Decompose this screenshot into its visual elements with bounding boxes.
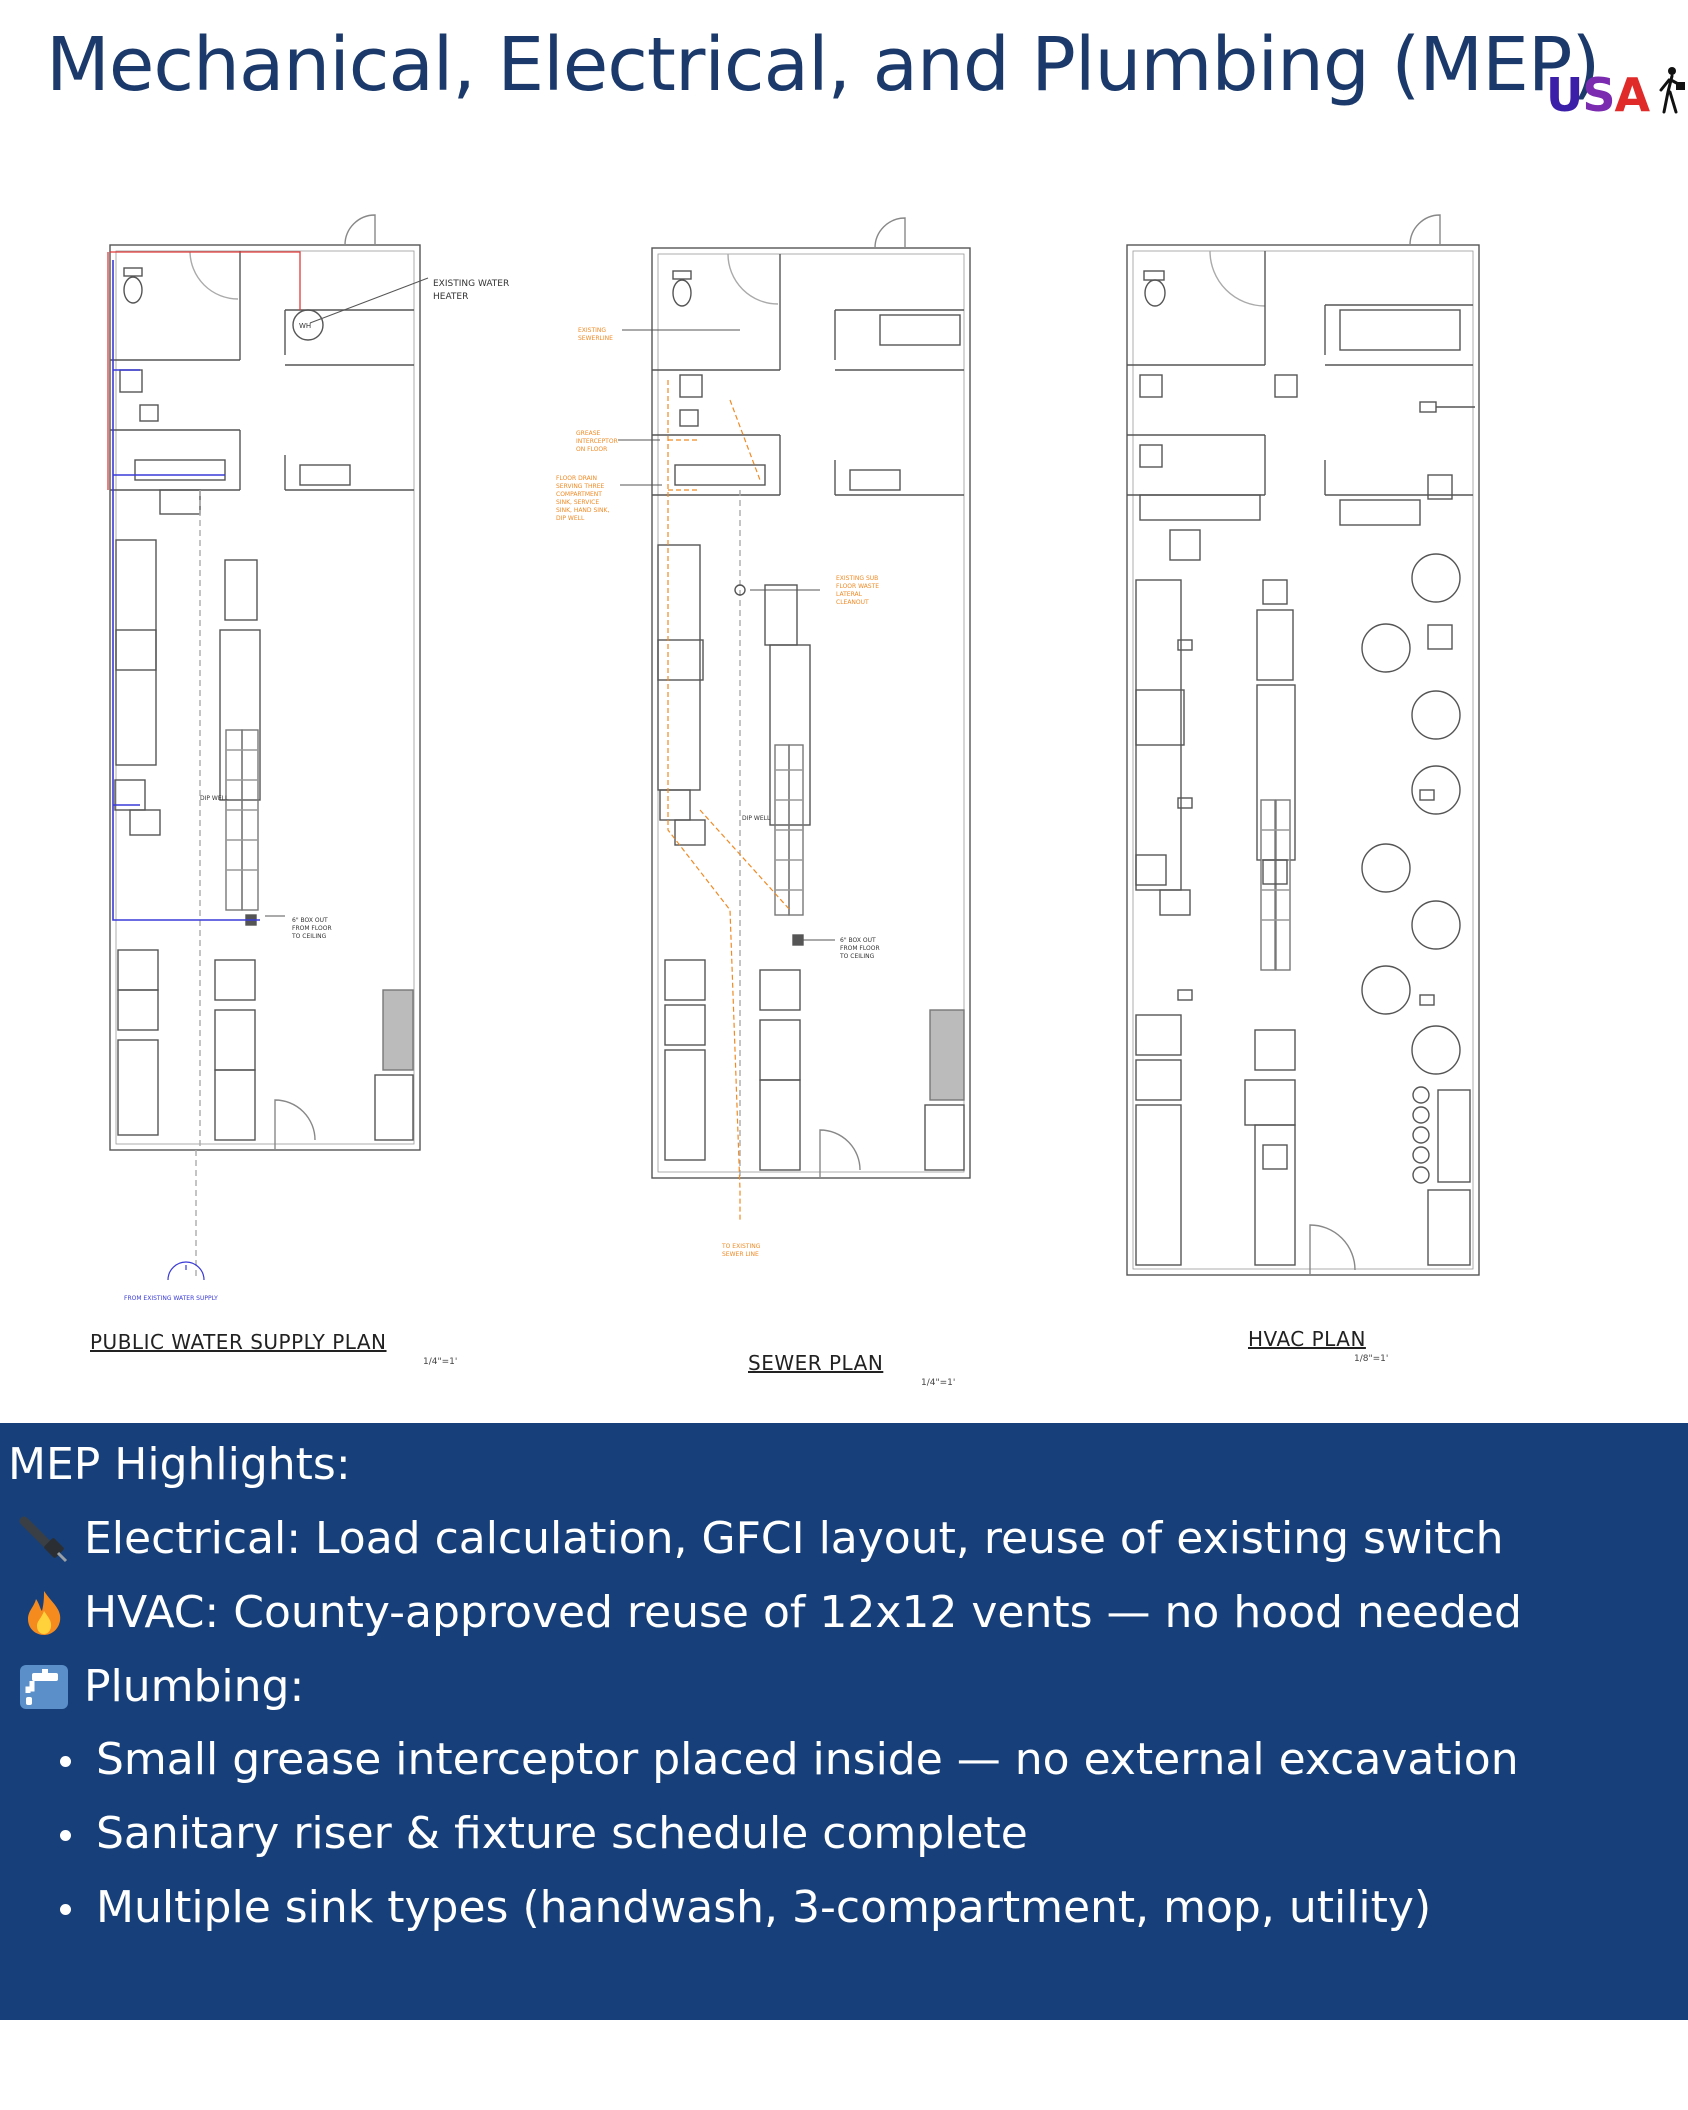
plan-scale-water-supply: 1/4"=1' xyxy=(423,1357,458,1367)
water-supply-lines xyxy=(112,260,260,1281)
sewer-plan-drawing xyxy=(651,217,971,1180)
annotation-water-heater-1: EXISTING WATER xyxy=(433,279,509,289)
annotation-grease-3: ON FLOOR xyxy=(576,446,607,453)
plan-title-water-supply: PUBLIC WATER SUPPLY PLAN xyxy=(90,1330,387,1354)
annotation-floor-drain-2: SERVING THREE xyxy=(556,483,604,490)
annotation-box-out-6: TO CEILING xyxy=(839,953,875,960)
annotation-box-out-5: FROM FLOOR xyxy=(840,945,880,952)
annotation-box-out-2: FROM FLOOR xyxy=(292,925,332,932)
usa-logo: USA xyxy=(1540,62,1686,126)
annotation-dip-well-2: DIP WELL xyxy=(742,815,771,822)
hvac-plan-drawing xyxy=(1126,214,1480,1276)
annotation-cleanout-1: EXISTING SUB xyxy=(836,575,878,582)
plan-title-sewer: SEWER PLAN xyxy=(748,1351,884,1375)
annotation-wh: WH xyxy=(299,322,311,330)
highlight-electrical-text: Electrical: Load calculation, GFCI layou… xyxy=(84,1513,1504,1564)
plumbing-item: Sanitary riser & fixture schedule comple… xyxy=(56,1797,1519,1871)
annotation-cleanout-2: FLOOR WASTE xyxy=(836,583,879,590)
plan-scale-hvac: 1/8"=1' xyxy=(1354,1354,1389,1364)
annotation-floor-drain-5: SINK, HAND SINK, xyxy=(556,507,609,514)
sewer-lines xyxy=(667,380,791,1220)
annotation-sewerline-1: EXISTING xyxy=(578,327,606,334)
mep-highlights-panel: MEP Highlights: Electrical: Load calcula… xyxy=(0,1423,1688,2020)
plan-scale-sewer: 1/4"=1' xyxy=(921,1378,956,1388)
annotation-floor-drain-3: COMPARTMENT xyxy=(556,491,602,498)
annotation-box-out-4: 6" BOX OUT xyxy=(840,937,876,944)
annotation-box-out-1: 6" BOX OUT xyxy=(292,917,328,924)
annotation-sewerline-2: SEWERLINE xyxy=(578,335,613,342)
annotation-to-sewer-2: SEWER LINE xyxy=(722,1251,759,1258)
page-title: Mechanical, Electrical, and Plumbing (ME… xyxy=(46,22,1600,108)
worker-figure-icon xyxy=(1659,67,1685,114)
floor-plans-svg: EXISTING WATER HEATER WH DIP WELL 6" BOX… xyxy=(107,214,1480,1302)
annotation-floor-drain-6: DIP WELL xyxy=(556,515,585,522)
plumbing-item: Small grease interceptor placed inside —… xyxy=(56,1723,1519,1797)
water-supply-plan-drawing xyxy=(109,214,421,1280)
electric-plug-icon xyxy=(18,1515,70,1563)
logo-text: USA xyxy=(1546,68,1650,122)
plan-title-hvac: HVAC PLAN xyxy=(1248,1327,1366,1351)
plumbing-item: Multiple sink types (handwash, 3-compart… xyxy=(56,1871,1519,1945)
annotation-water-heater-2: HEATER xyxy=(433,292,468,302)
highlights-title: MEP Highlights: xyxy=(8,1439,351,1490)
annotation-dip-well-1: DIP WELL xyxy=(200,795,229,802)
faucet-icon xyxy=(18,1663,70,1711)
highlight-electrical: Electrical: Load calculation, GFCI layou… xyxy=(18,1513,1504,1564)
annotation-floor-drain-1: FLOOR DRAIN xyxy=(556,475,597,482)
highlight-plumbing: Plumbing: xyxy=(18,1661,304,1712)
hot-water-lines xyxy=(107,251,301,490)
annotation-to-sewer-1: TO EXISTING xyxy=(721,1243,761,1250)
annotation-cleanout-3: LATERAL xyxy=(836,591,863,598)
plumbing-items-list: Small grease interceptor placed inside —… xyxy=(56,1723,1519,1945)
highlight-plumbing-text: Plumbing: xyxy=(84,1661,305,1712)
annotation-box-out-3: TO CEILING xyxy=(291,933,327,940)
annotation-floor-drain-4: SINK, SERVICE xyxy=(556,499,599,506)
annotation-cleanout-4: CLEANOUT xyxy=(836,599,869,606)
fire-icon xyxy=(18,1589,70,1637)
annotation-grease-1: GREASE xyxy=(576,430,601,437)
annotation-water-supply: FROM EXISTING WATER SUPPLY xyxy=(124,1295,218,1302)
highlight-hvac: HVAC: County-approved reuse of 12x12 ven… xyxy=(18,1587,1522,1638)
mep-drawings: EXISTING WATER HEATER WH DIP WELL 6" BOX… xyxy=(0,190,1688,1420)
leader-lines xyxy=(265,277,835,941)
annotation-grease-2: INTERCEPTOR xyxy=(576,438,618,445)
highlight-hvac-text: HVAC: County-approved reuse of 12x12 ven… xyxy=(84,1587,1522,1638)
